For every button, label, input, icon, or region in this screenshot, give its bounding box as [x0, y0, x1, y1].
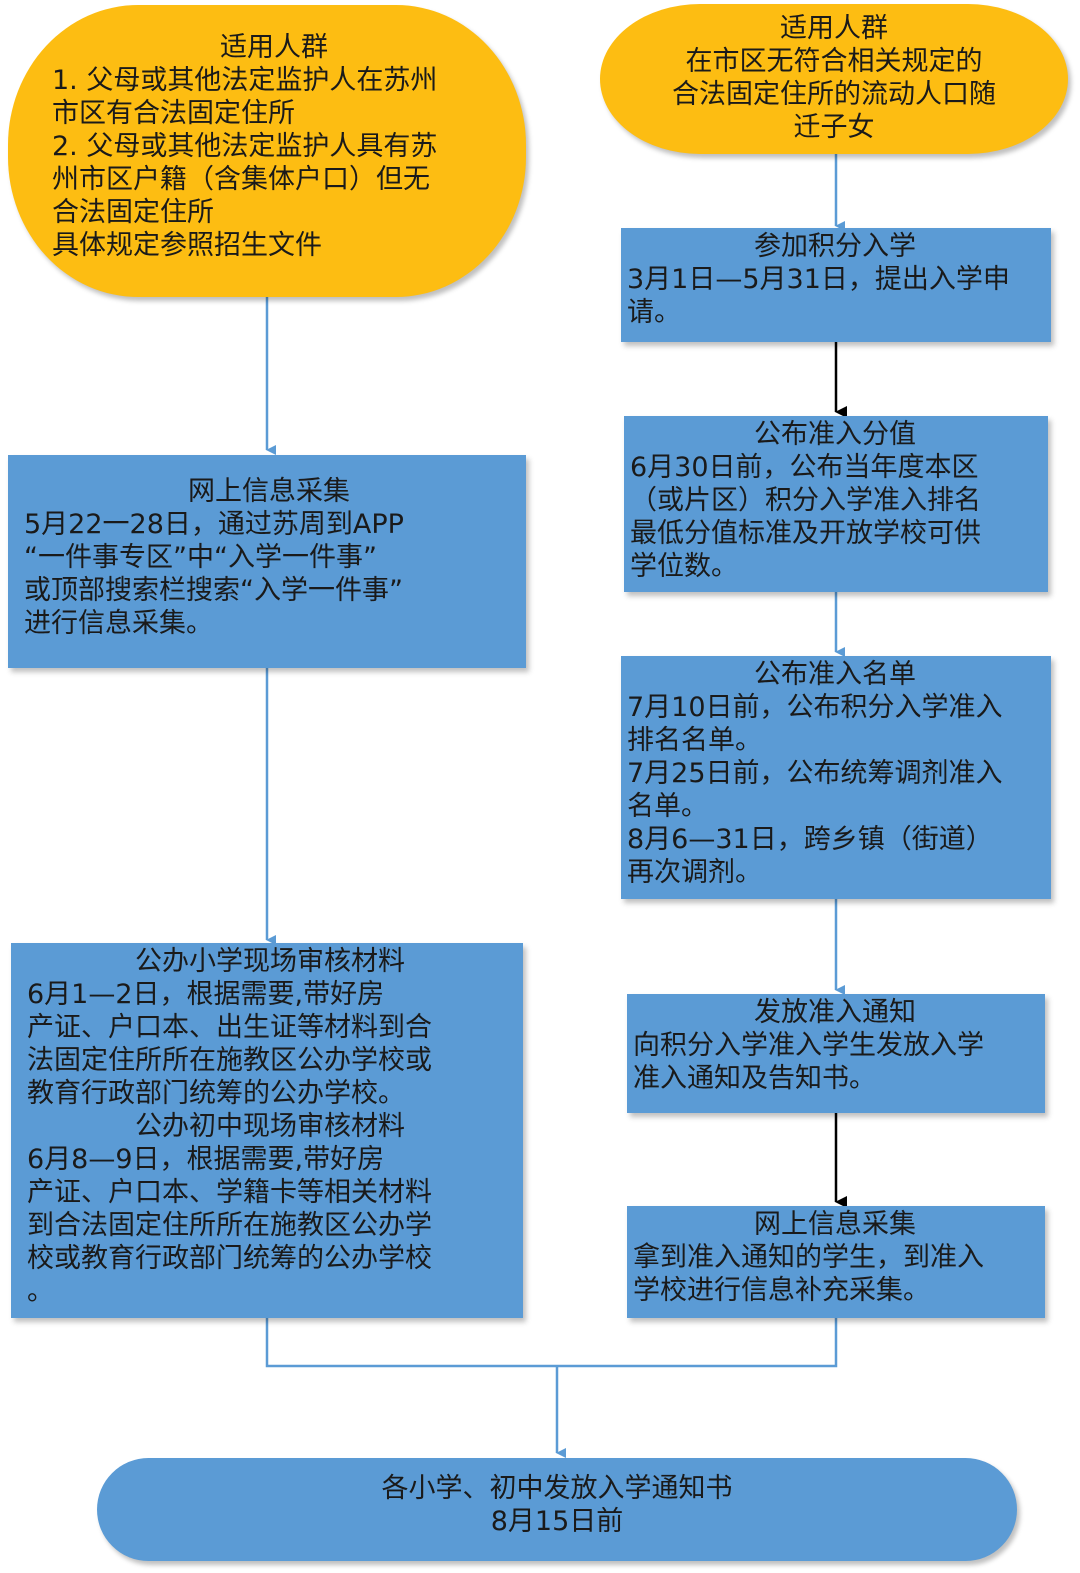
text-line: 3月1日—5月31日，提出入学申 [627, 264, 1010, 295]
online-collection-right-title: 网上信息采集 [754, 1209, 916, 1240]
final-notice: 各小学、初中发放入学通知书 8月15日前 [97, 1458, 1017, 1561]
online-collection-left-title: 网上信息采集 [188, 476, 350, 507]
text-line: 学位数。 [630, 551, 738, 582]
text-line: 市区有合法固定住所 [52, 98, 295, 129]
issue-notice-title: 发放准入通知 [754, 997, 916, 1028]
text-line: 1. 父母或其他法定监护人在苏州 [52, 65, 438, 96]
final-notice-date: 8月15日前 [490, 1506, 624, 1537]
right-target-group: 适用人群 在市区无符合相关规定的合法固定住所的流动人口随迁子女 [600, 4, 1068, 154]
text-line: 法固定住所所在施教区公办学校或 [27, 1045, 432, 1076]
text-line: 7月10日前，公布积分入学准入 [627, 692, 1003, 723]
text-line: 6月8—9日，根据需要,带好房 [27, 1144, 385, 1175]
text-line: 进行信息采集。 [24, 608, 213, 639]
issue-notice-body: 向积分入学准入学生发放入学准入通知及告知书。 [633, 1029, 1037, 1095]
text-line: 向积分入学准入学生发放入学 [633, 1030, 984, 1061]
text-line: 7月25日前，公布统筹调剂准入 [627, 758, 1003, 789]
text-line: 合法固定住所 [52, 197, 214, 228]
text-line: 州市区户籍（含集体户口）但无 [52, 164, 430, 195]
left-target-group-title: 适用人群 [220, 32, 328, 63]
text-line: 6月1—2日，根据需要,带好房 [27, 979, 385, 1010]
text-line: 迁子女 [793, 112, 875, 143]
text-line: 名单。 [627, 791, 708, 822]
text-line: 再次调剂。 [627, 857, 762, 888]
text-line: 产证、户口本、学籍卡等相关材料 [27, 1177, 432, 1208]
text-line: 拿到准入通知的学生，到准入 [633, 1242, 984, 1273]
publish-score-title: 公布准入分值 [754, 419, 916, 450]
online-collection-left-body: 5月22一28日，通过苏周到APP“一件事专区”中“入学一件事”或顶部搜索栏搜索… [24, 508, 514, 640]
onsite-review: 公办小学现场审核材料 6月1—2日，根据需要,带好房产证、户口本、出生证等材料到… [11, 943, 523, 1318]
text-line: 请。 [627, 297, 681, 328]
right-target-group-body: 在市区无符合相关规定的合法固定住所的流动人口随迁子女 [620, 45, 1048, 144]
online-collection-left: 网上信息采集 5月22一28日，通过苏周到APP“一件事专区”中“入学一件事”或… [8, 455, 526, 668]
text-line: 或顶部搜索栏搜索“入学一件事” [24, 575, 403, 606]
primary-school-review-body: 6月1—2日，根据需要,带好房产证、户口本、出生证等材料到合法固定住所所在施教区… [27, 978, 513, 1110]
points-enrollment-body: 3月1日—5月31日，提出入学申请。 [627, 263, 1043, 329]
text-line: 到合法固定住所所在施教区公办学 [27, 1210, 432, 1241]
text-line: 校或教育行政部门统筹的公办学校 [27, 1243, 432, 1274]
text-line: 合法固定住所的流动人口随 [672, 79, 996, 110]
primary-school-review-title: 公办小学现场审核材料 [135, 946, 405, 977]
text-line: 学校进行信息补充采集。 [633, 1275, 930, 1306]
issue-notice: 发放准入通知 向积分入学准入学生发放入学准入通知及告知书。 [627, 994, 1045, 1113]
text-line: 准入通知及告知书。 [633, 1063, 876, 1094]
publish-score: 公布准入分值 6月30日前，公布当年度本区（或片区）积分入学准入排名最低分值标准… [624, 416, 1048, 592]
publish-score-body: 6月30日前，公布当年度本区（或片区）积分入学准入排名最低分值标准及开放学校可供… [630, 451, 1040, 583]
text-line: （或片区）积分入学准入排名 [630, 485, 981, 516]
right-target-group-title: 适用人群 [780, 13, 888, 44]
text-line: 2. 父母或其他法定监护人具有苏 [52, 131, 438, 162]
text-line: “一件事专区”中“入学一件事” [24, 542, 377, 573]
text-line: 教育行政部门统筹的公办学校。 [27, 1078, 405, 1109]
points-enrollment: 参加积分入学 3月1日—5月31日，提出入学申请。 [621, 228, 1051, 342]
online-collection-right: 网上信息采集 拿到准入通知的学生，到准入学校进行信息补充采集。 [627, 1206, 1045, 1318]
publish-list-title: 公布准入名单 [754, 659, 916, 690]
publish-list-body: 7月10日前，公布积分入学准入排名名单。7月25日前，公布统筹调剂准入名单。8月… [627, 691, 1043, 889]
publish-list: 公布准入名单 7月10日前，公布积分入学准入排名名单。7月25日前，公布统筹调剂… [621, 656, 1051, 899]
text-line: 6月30日前，公布当年度本区 [630, 452, 979, 483]
online-collection-right-body: 拿到准入通知的学生，到准入学校进行信息补充采集。 [633, 1241, 1037, 1307]
text-line: 。 [27, 1276, 54, 1307]
middle-school-review-title: 公办初中现场审核材料 [135, 1111, 405, 1142]
text-line: 8月6—31日，跨乡镇（街道） [627, 824, 993, 855]
text-line: 具体规定参照招生文件 [52, 230, 322, 261]
text-line: 在市区无符合相关规定的 [685, 46, 983, 77]
text-line: 产证、户口本、出生证等材料到合 [27, 1012, 432, 1043]
points-enrollment-title: 参加积分入学 [754, 231, 916, 262]
final-notice-title: 各小学、初中发放入学通知书 [381, 1473, 733, 1504]
middle-school-review-body: 6月8—9日，根据需要,带好房产证、户口本、学籍卡等相关材料到合法固定住所所在施… [27, 1143, 513, 1308]
text-line: 最低分值标准及开放学校可供 [630, 518, 981, 549]
merge-connector [265, 1318, 838, 1368]
text-line: 排名名单。 [627, 725, 762, 756]
text-line: 5月22一28日，通过苏周到APP [24, 509, 404, 540]
